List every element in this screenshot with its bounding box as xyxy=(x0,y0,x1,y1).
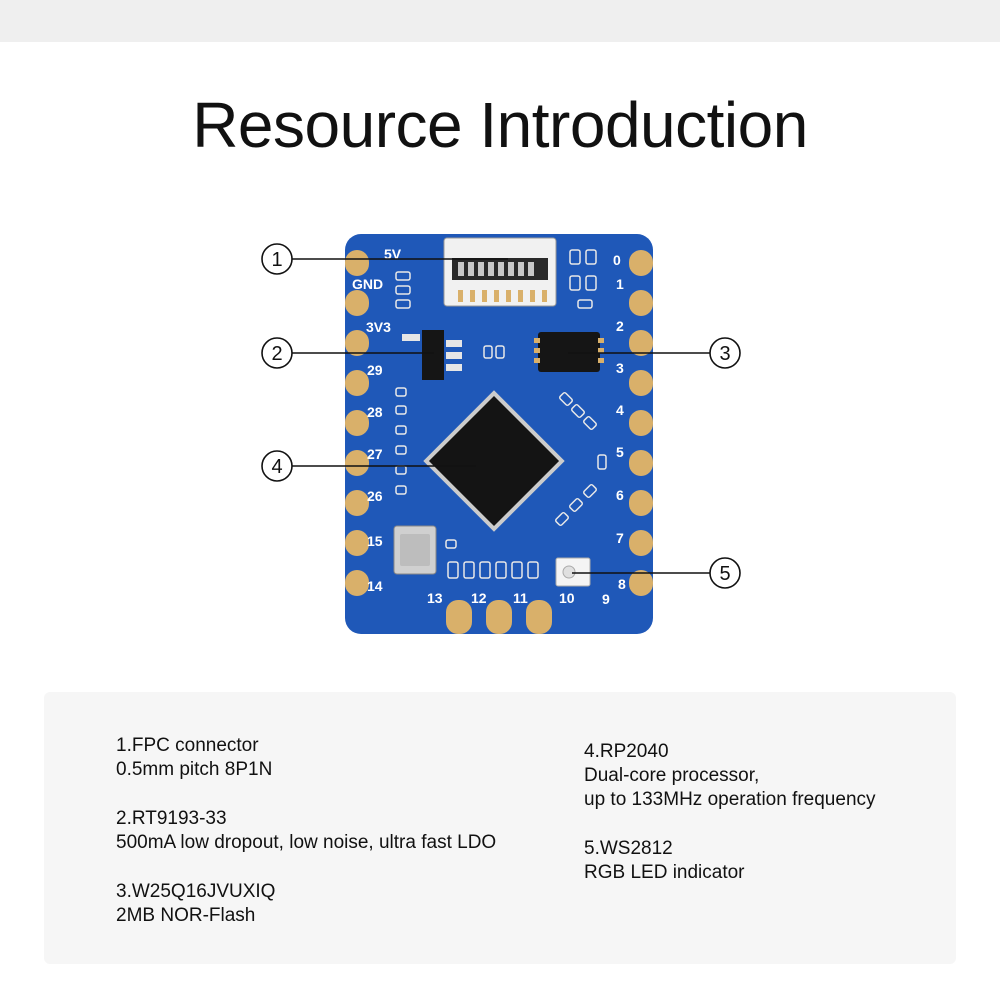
silk-pin-11: 11 xyxy=(513,590,528,606)
silk-pin-1: 1 xyxy=(616,276,624,292)
silk-pin-14: 14 xyxy=(367,578,383,594)
callout-lines xyxy=(292,258,710,574)
info-item-fpc: 1.FPC connector 0.5mm pitch 8P1N xyxy=(116,734,496,782)
info-column-left: 1.FPC connector 0.5mm pitch 8P1N 2.RT919… xyxy=(116,734,496,953)
info-item-desc: 500mA low dropout, low noise, ultra fast… xyxy=(116,832,497,853)
info-item-ldo: 2.RT9193-33 500mA low dropout, low noise… xyxy=(116,807,496,855)
callout-5: 5 xyxy=(709,557,741,589)
silk-pin-6: 6 xyxy=(616,487,624,503)
silk-pin-15: 15 xyxy=(367,533,383,549)
silk-5v: 5V xyxy=(384,246,402,262)
silk-pin-8: 8 xyxy=(618,576,626,592)
info-item-desc: 2MB NOR-Flash xyxy=(116,905,256,926)
callout-4: 4 xyxy=(261,450,293,482)
info-item-title: 2.RT9193-33 xyxy=(116,808,227,829)
info-item-desc: RGB LED indicator xyxy=(584,862,745,883)
silk-pin-5: 5 xyxy=(616,444,624,460)
callout-label-1: 1 xyxy=(271,249,282,271)
bottom-pads xyxy=(446,600,552,634)
page-title: Resource Introduction xyxy=(192,89,808,161)
silk-pin-3: 3 xyxy=(616,360,624,376)
silk-pin-29: 29 xyxy=(367,362,383,378)
fpc-connector xyxy=(443,237,557,307)
info-panel: 1.FPC connector 0.5mm pitch 8P1N 2.RT919… xyxy=(44,692,956,964)
top-band xyxy=(0,0,1000,42)
callout-label-5: 5 xyxy=(719,563,730,585)
info-item-title: 4.RP2040 xyxy=(584,741,669,762)
silk-3v3: 3V3 xyxy=(366,319,391,335)
silk-pin-9: 9 xyxy=(602,591,610,607)
info-item-title: 5.WS2812 xyxy=(584,838,673,859)
silk-pin-12: 12 xyxy=(471,590,487,606)
info-item-desc: up to 133MHz operation frequency xyxy=(584,789,876,810)
board-illustration: 5V GND 3V3 29 28 27 26 15 14 0 1 2 3 4 5… xyxy=(261,234,741,634)
silk-pin-4: 4 xyxy=(616,402,624,418)
silk-pin-27: 27 xyxy=(367,446,383,462)
callout-label-2: 2 xyxy=(271,343,282,365)
passive-components xyxy=(395,249,607,579)
left-pads xyxy=(345,250,369,596)
crystal-oscillator xyxy=(393,525,437,575)
info-item-ws2812: 5.WS2812 RGB LED indicator xyxy=(584,837,876,885)
callout-3: 3 xyxy=(709,337,741,369)
silk-gnd: GND xyxy=(352,276,383,292)
flash-chip xyxy=(534,332,604,372)
silk-pin-2: 2 xyxy=(616,318,624,334)
ws2812-led xyxy=(555,557,591,587)
info-item-desc: 0.5mm pitch 8P1N xyxy=(116,759,273,780)
silk-pin-7: 7 xyxy=(616,530,624,546)
callout-1: 1 xyxy=(261,243,293,275)
ldo-regulator-chip xyxy=(402,330,462,380)
callout-2: 2 xyxy=(261,337,293,369)
info-item-title: 3.W25Q16JVUXIQ xyxy=(116,881,276,902)
callout-label-4: 4 xyxy=(271,456,282,478)
info-item-flash: 3.W25Q16JVUXIQ 2MB NOR-Flash xyxy=(116,880,496,928)
info-column-right: 4.RP2040 Dual-core processor, up to 133M… xyxy=(584,740,876,910)
silk-pin-10: 10 xyxy=(559,590,575,606)
right-pads xyxy=(629,250,653,596)
info-item-rp2040: 4.RP2040 Dual-core processor, up to 133M… xyxy=(584,740,876,812)
rp2040-chip xyxy=(423,390,565,532)
diagonal-passives xyxy=(555,392,597,526)
silk-pin-13: 13 xyxy=(427,590,443,606)
callout-label-3: 3 xyxy=(719,343,730,365)
silk-pin-26: 26 xyxy=(367,488,383,504)
info-item-desc: Dual-core processor, xyxy=(584,765,760,786)
silk-pin-28: 28 xyxy=(367,404,383,420)
info-item-title: 1.FPC connector xyxy=(116,735,259,756)
silk-pin-0: 0 xyxy=(613,252,621,268)
